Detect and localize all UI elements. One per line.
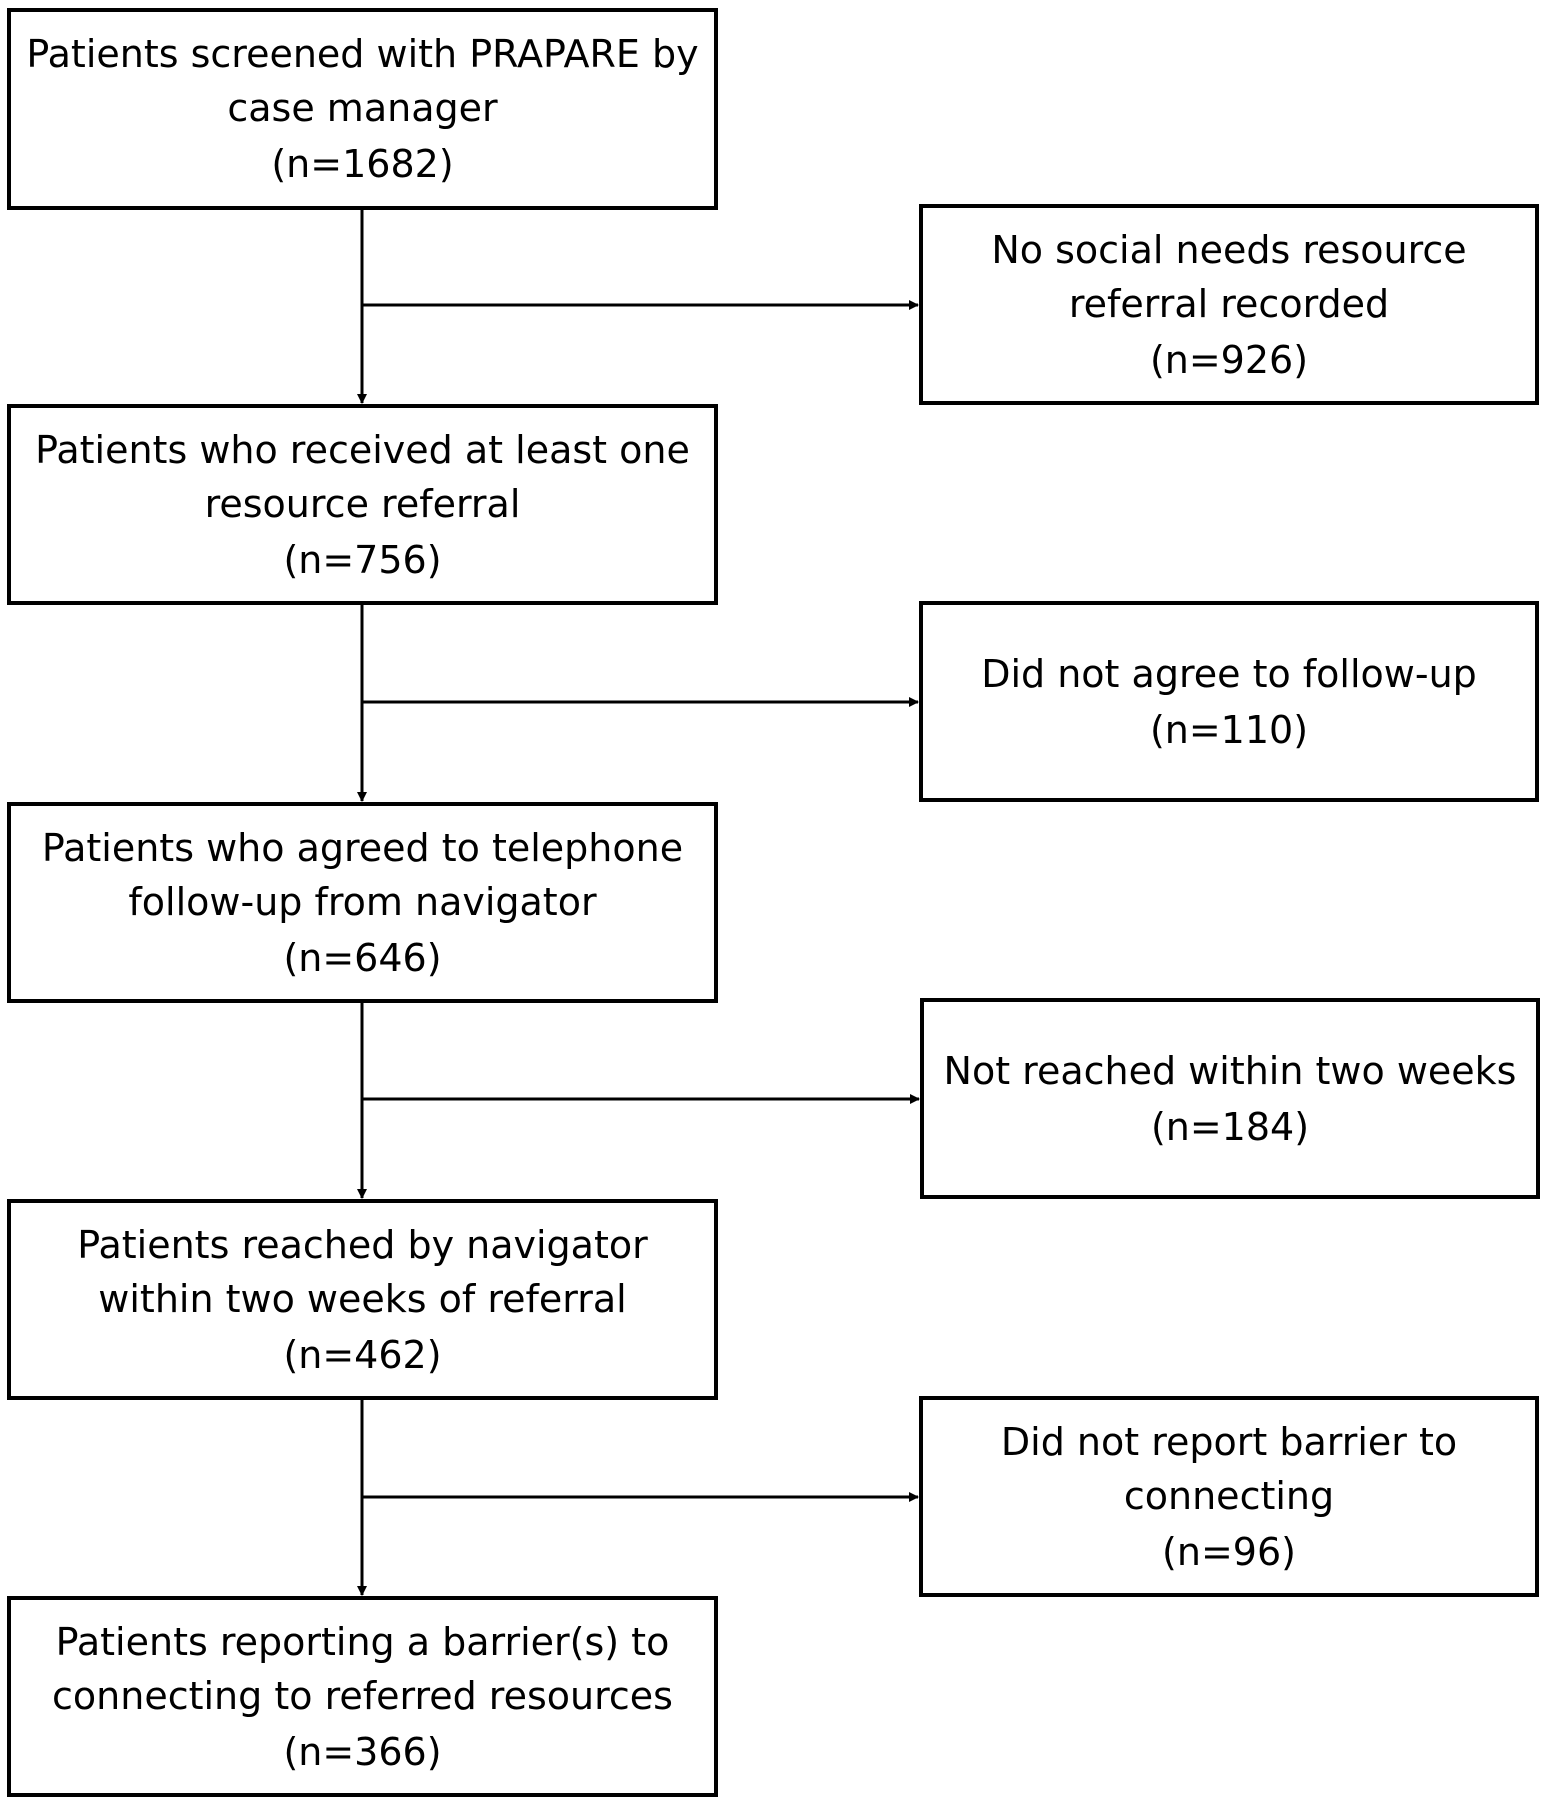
box-did-not-agree-count: (n=110) [1149, 707, 1309, 752]
box-reached-by-navigator-count: (n=462) [283, 1332, 442, 1377]
box-did-not-agree: Did not agree to follow-up (n=110) [919, 601, 1539, 802]
box-not-reached-count: (n=184) [1150, 1104, 1310, 1149]
box-agreed-follow-up-count: (n=646) [283, 935, 442, 980]
box-did-not-agree-line-1: Did not agree to follow-up [981, 651, 1477, 696]
box-received-referral-count: (n=756) [283, 537, 442, 582]
box-not-reached: Not reached within two weeks (n=184) [920, 998, 1540, 1199]
box-received-referral: Patients who received at least one resou… [7, 404, 718, 605]
box-reporting-barrier-line-2: connecting to referred resources [52, 1673, 673, 1718]
box-no-referral-recorded-count: (n=926) [1149, 337, 1309, 382]
box-reached-by-navigator: Patients reached by navigator within two… [7, 1199, 718, 1400]
box-no-referral-recorded-line-1: No social needs resource [991, 227, 1467, 272]
box-agreed-follow-up-line-1: Patients who agreed to telephone [41, 825, 684, 870]
box-reporting-barrier-count: (n=366) [283, 1729, 442, 1774]
box-not-reached-line-1: Not reached within two weeks [943, 1048, 1517, 1093]
box-reporting-barrier: Patients reporting a barrier(s) to conne… [7, 1596, 718, 1797]
box-no-barrier-reported-line-1: Did not report barrier to [1000, 1419, 1458, 1464]
box-agreed-follow-up-line-2: follow-up from navigator [128, 879, 597, 924]
box-reached-by-navigator-line-1: Patients reached by navigator [77, 1222, 648, 1267]
box-screened-line-1: Patients screened with PRAPARE by [26, 32, 699, 76]
box-screened-count: (n=1682) [271, 142, 454, 186]
box-received-referral-line-1: Patients who received at least one [35, 427, 690, 472]
box-no-barrier-reported-line-2: connecting [1123, 1473, 1335, 1518]
box-received-referral-line-2: resource referral [204, 481, 521, 526]
box-no-referral-recorded-line-2: referral recorded [1068, 281, 1390, 326]
box-screened-line-2: case manager [227, 86, 498, 130]
box-no-referral-recorded: No social needs resource referral record… [919, 204, 1539, 405]
box-no-barrier-reported-count: (n=96) [1162, 1529, 1296, 1574]
box-reached-by-navigator-line-2: within two weeks of referral [98, 1276, 627, 1321]
box-screened: Patients screened with PRAPARE by case m… [7, 8, 718, 210]
box-no-barrier-reported: Did not report barrier to connecting (n=… [919, 1396, 1539, 1597]
box-reporting-barrier-line-1: Patients reporting a barrier(s) to [55, 1619, 670, 1664]
box-agreed-follow-up: Patients who agreed to telephone follow-… [7, 802, 718, 1003]
